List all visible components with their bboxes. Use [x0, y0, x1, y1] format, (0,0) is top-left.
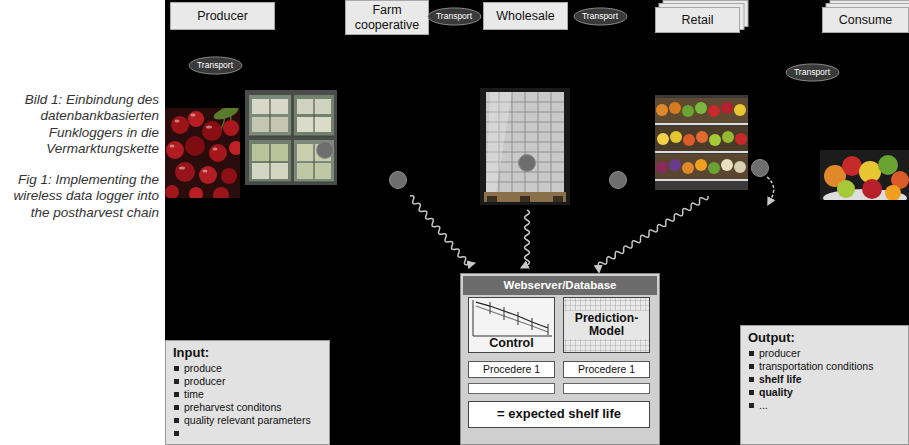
server-ground — [460, 273, 660, 445]
transport-ellipse: Transport — [573, 7, 628, 26]
node-label: Transport — [582, 12, 618, 21]
control-chart — [468, 297, 555, 353]
node-label: Farm cooperative — [346, 3, 428, 32]
panel-ground — [165, 0, 909, 445]
list-item: producer — [748, 347, 901, 360]
figure-caption: Bild 1: Einbindung des datenbankbasierte… — [4, 92, 159, 158]
node-label: Wholesale — [493, 9, 557, 23]
procedure-box: Procedere 1 — [468, 361, 555, 378]
prediction-grid — [563, 297, 650, 353]
fruit-bowl-photo — [820, 150, 909, 200]
node-label: Transport — [794, 68, 830, 77]
node-label: Procedere 1 — [578, 364, 635, 375]
io-list-box: Output:producertransportation conditions… — [740, 325, 909, 445]
node-label: Transport — [436, 12, 472, 21]
transport-ellipse: Transport — [427, 7, 482, 26]
wireless-signal — [408, 177, 774, 268]
figure-caption: Fig 1: Implementing the wireless data lo… — [4, 172, 159, 221]
list-item: shelf life — [748, 373, 901, 386]
stacked-pages — [659, 1, 909, 30]
empty-slot — [469, 384, 650, 394]
list-item: quality — [748, 386, 901, 399]
stage-box: Retail — [655, 7, 740, 33]
server-panel: Webserver/DatabaseControl Prediction-Mode… — [460, 273, 660, 445]
control-chart-box: Control — [468, 297, 555, 353]
stage-box: Wholesale — [483, 2, 568, 30]
stage-box: Farm cooperative — [345, 0, 429, 35]
io-list-box: Input:produceproducertimepreharvest cond… — [165, 340, 330, 445]
transport-ellipse: Transport — [188, 56, 243, 75]
logger-dot — [317, 142, 769, 189]
list-item: ... — [748, 399, 901, 412]
list-item: quality relevant parameters — [173, 414, 322, 427]
list-item: transportation conditions — [748, 360, 901, 373]
node-label: Transport — [197, 61, 233, 70]
list-item: preharvest conditons — [173, 401, 322, 414]
node-label: = expected shelf life — [497, 407, 621, 421]
page-margin — [0, 0, 165, 445]
crates-photo — [245, 90, 337, 185]
node-label: Producer — [194, 9, 251, 23]
stage-box: Consume — [822, 7, 909, 33]
list-item: produce — [173, 362, 322, 375]
node-label: Procedere 1 — [483, 364, 540, 375]
node-label: Webserver/Database — [463, 276, 657, 295]
prediction-box: Prediction-Model — [563, 297, 650, 353]
result-box: = expected shelf life — [468, 401, 650, 428]
node-label: Retail — [679, 13, 717, 27]
stage-box: Producer — [170, 2, 275, 30]
list-heading: Input: — [173, 345, 322, 361]
list-item: time — [173, 388, 322, 401]
list-heading: Output: — [748, 330, 901, 346]
procedure-box: Procedere 1 — [563, 361, 650, 378]
node-label: Control — [489, 337, 533, 351]
node-label: Prediction-Model — [564, 311, 649, 340]
empty-bullet — [173, 427, 322, 440]
cherries-photo — [165, 108, 240, 198]
list-item: producer — [173, 375, 322, 388]
pallet-photo — [480, 88, 570, 205]
transport-ellipse: Transport — [785, 63, 840, 82]
node-label: Consume — [836, 13, 896, 27]
retail-photo — [655, 95, 748, 190]
